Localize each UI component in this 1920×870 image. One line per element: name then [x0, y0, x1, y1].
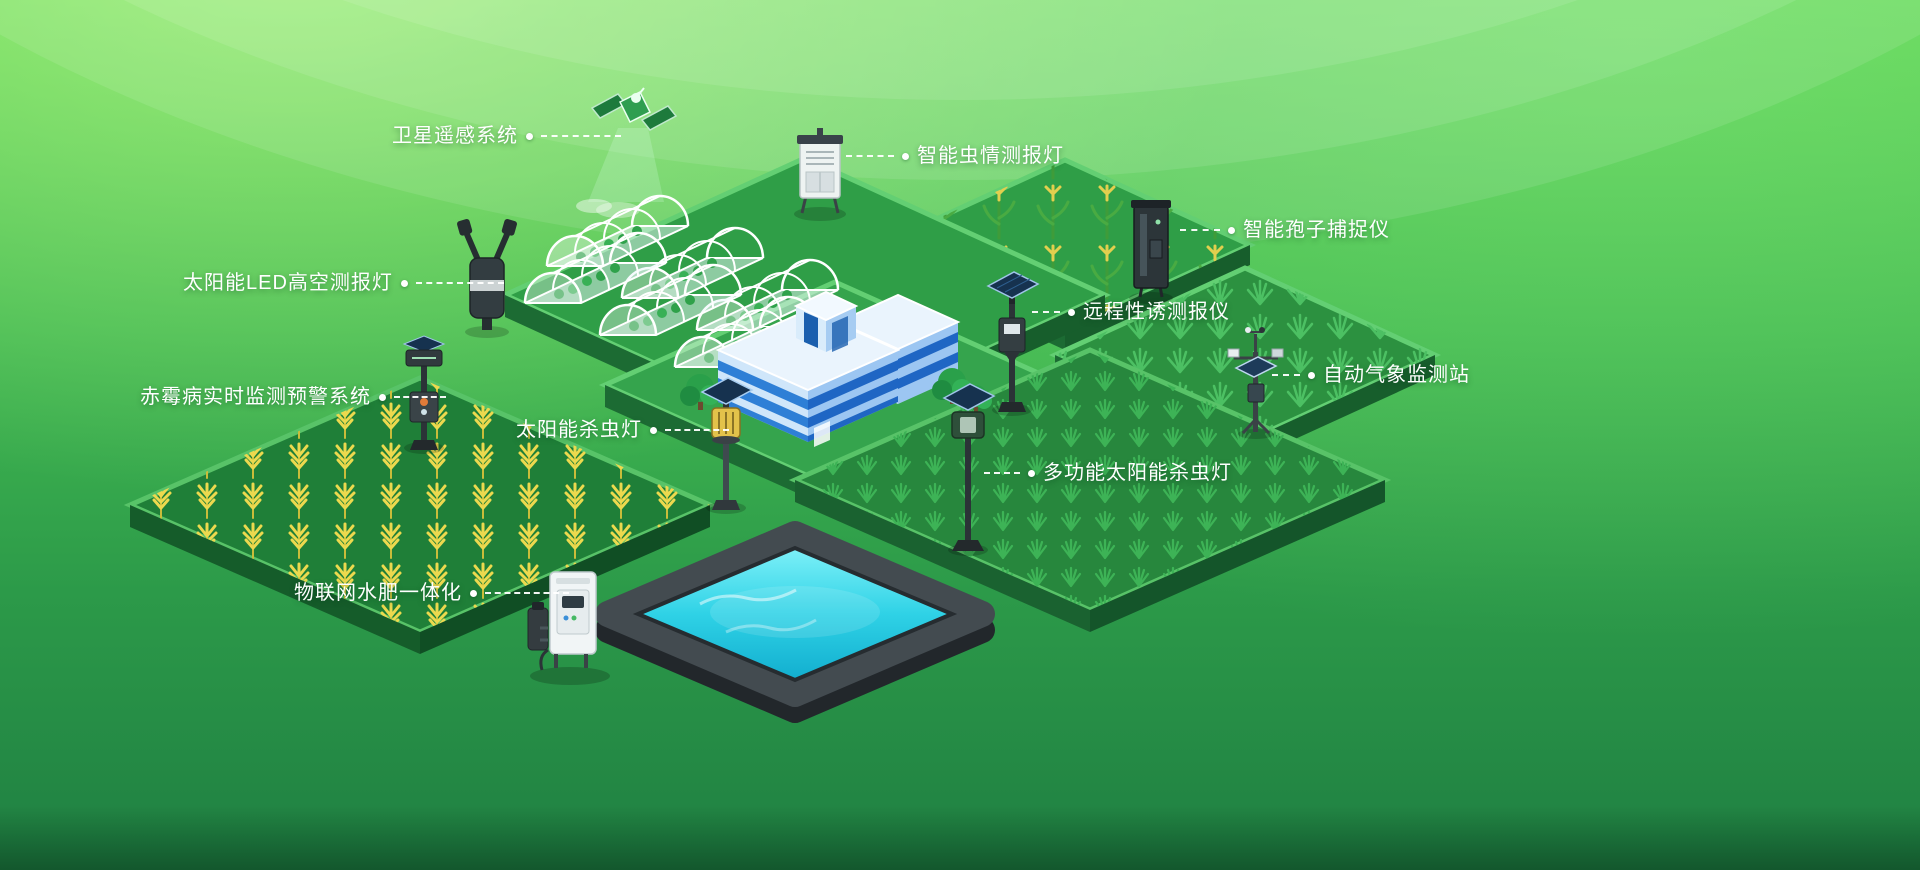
leader-line: [541, 135, 621, 137]
label-scab-monitor-device: 赤霉病实时监测预警系统: [140, 387, 446, 407]
solar-panel: [986, 271, 1040, 299]
label-solar-insecticidal-lamp-device: 太阳能杀虫灯: [516, 420, 729, 440]
bullet-dot: [1028, 469, 1035, 477]
bullet-dot: [1308, 371, 1315, 379]
spore-catcher-device: [1129, 200, 1173, 304]
scab-monitor-device: [402, 335, 446, 454]
bullet-dot: [470, 589, 477, 597]
satellite-device: [590, 87, 678, 131]
bullet-dot: [526, 132, 533, 140]
label-text: 卫星遥感系统: [392, 125, 518, 147]
solar-panel: [1234, 356, 1278, 378]
label-pheromone-monitor-device: 远程性诱测报仪: [1032, 302, 1230, 322]
satellite-beam: [576, 128, 664, 218]
label-text: 太阳能杀虫灯: [516, 419, 642, 441]
pheromone-monitor-device: [986, 271, 1040, 416]
label-spore-catcher-device: 智能孢子捕捉仪: [1180, 220, 1390, 240]
label-text: 多功能太阳能杀虫灯: [1043, 462, 1232, 484]
leader-line: [1272, 374, 1300, 376]
paddy-field: [788, 347, 1392, 632]
label-multifunction-lamp-device: 多功能太阳能杀虫灯: [984, 463, 1232, 483]
office-building: [715, 290, 961, 447]
leader-line: [394, 396, 446, 398]
bottom-vignette: [0, 806, 1920, 870]
solar-panel: [402, 335, 446, 353]
weather-station-device: [1227, 327, 1284, 439]
leader-line: [984, 472, 1020, 474]
label-text: 物联网水肥一体化: [294, 582, 462, 604]
label-text: 赤霉病实时监测预警系统: [140, 386, 371, 408]
label-insect-lamp-device: 智能虫情测报灯: [846, 146, 1064, 166]
label-solar-led-lamp-device: 太阳能LED高空测报灯: [183, 273, 504, 293]
building-door: [814, 421, 830, 447]
solar-insecticidal-lamp-device: [700, 377, 754, 514]
water-fertilizer-device: [527, 571, 610, 685]
pool: [595, 521, 995, 723]
backdrop-arcs: [0, 0, 1920, 260]
pool-water: [632, 545, 958, 683]
wheat-field: [123, 375, 717, 654]
bullet-dot: [1068, 308, 1075, 316]
leader-line: [1180, 229, 1220, 231]
bullet-dot: [650, 426, 657, 434]
solar-led-lamp-device: [457, 219, 517, 338]
bullet-dot: [400, 279, 408, 287]
label-satellite-device: 卫星遥感系统: [392, 126, 621, 146]
solar-panel: [700, 377, 754, 405]
multifunction-lamp-device: [942, 383, 996, 556]
leader-line: [485, 592, 569, 594]
label-weather-station-device: 自动气象监测站: [1272, 365, 1470, 385]
label-text: 自动气象监测站: [1323, 364, 1470, 386]
label-text: 太阳能LED高空测报灯: [183, 272, 393, 294]
solar-panel: [942, 383, 996, 411]
leader-line: [665, 429, 729, 431]
bullet-dot: [379, 393, 386, 401]
bullet-dot: [902, 152, 909, 160]
leader-line: [846, 155, 894, 157]
label-text: 智能虫情测报灯: [917, 145, 1064, 167]
insect-lamp-device: [794, 128, 846, 221]
bullet-dot: [1228, 226, 1235, 234]
leader-line: [1032, 311, 1060, 313]
label-text: 智能孢子捕捉仪: [1243, 219, 1390, 241]
leader-line: [415, 282, 504, 284]
label-water-fertilizer-device: 物联网水肥一体化: [294, 583, 569, 603]
label-text: 远程性诱测报仪: [1083, 301, 1230, 323]
